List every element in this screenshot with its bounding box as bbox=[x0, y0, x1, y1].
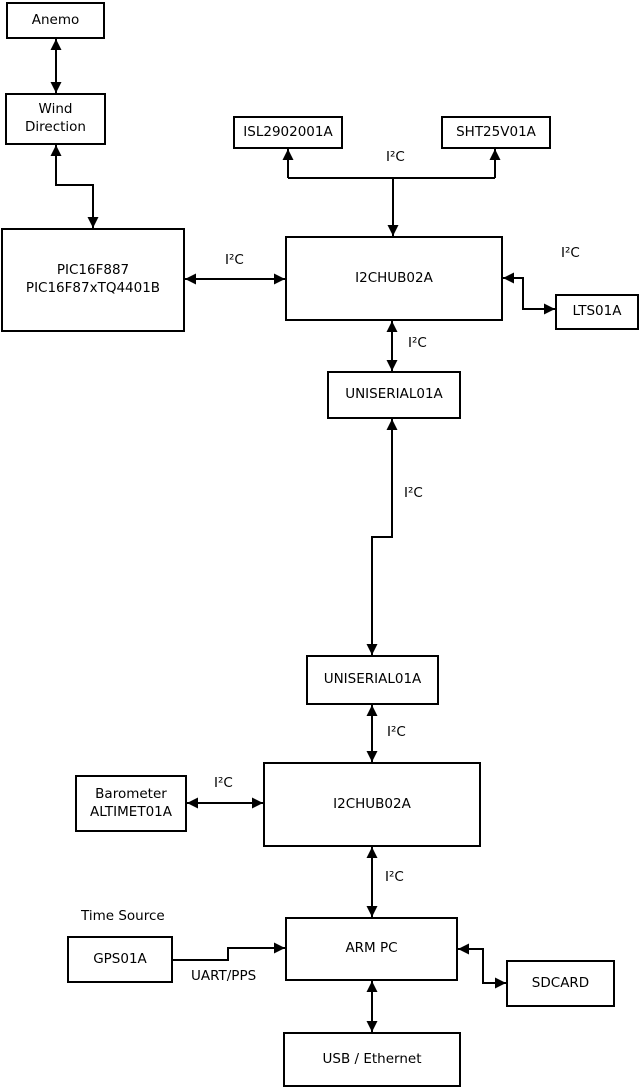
node-lts01a-label: LTS01A bbox=[572, 303, 622, 320]
node-uniserial01a-1-label: UNISERIAL01A bbox=[345, 386, 443, 403]
node-uniserial01a-1: UNISERIAL01A bbox=[327, 371, 461, 419]
node-usb-ethernet: USB / Ethernet bbox=[283, 1032, 461, 1087]
node-pic: PIC16F887 PIC16F87xTQ4401B bbox=[1, 228, 185, 332]
node-barometer: Barometer ALTIMET01A bbox=[75, 775, 187, 832]
node-barometer-line2: ALTIMET01A bbox=[90, 803, 172, 820]
label-i2c-bus-top: I²C bbox=[386, 149, 405, 166]
edge-hub1-lts bbox=[503, 272, 555, 315]
label-i2c-uniserial2-hub2: I²C bbox=[387, 724, 406, 741]
label-i2c-hub2-armpc: I²C bbox=[385, 869, 404, 886]
node-wind-direction-line2: Direction bbox=[25, 119, 86, 135]
node-usb-ethernet-label: USB / Ethernet bbox=[322, 1050, 422, 1067]
node-arm-pc: ARM PC bbox=[285, 917, 458, 981]
node-sdcard: SDCARD bbox=[506, 960, 615, 1007]
node-lts01a: LTS01A bbox=[555, 294, 639, 330]
node-arm-pc-label: ARM PC bbox=[345, 940, 398, 957]
node-i2chub02a-2: I2CHUB02A bbox=[263, 762, 481, 847]
node-pic-line1: PIC16F887 bbox=[56, 262, 130, 279]
edge-winddirection-pic bbox=[50, 145, 99, 228]
node-wind-direction-line1: Wind bbox=[38, 101, 73, 118]
node-sht25v01a: SHT25V01A bbox=[441, 116, 551, 149]
label-i2c-pic-hub1: I²C bbox=[225, 252, 244, 269]
node-barometer-line1: Barometer bbox=[95, 785, 167, 802]
node-anemo-label: Anemo bbox=[31, 11, 80, 28]
node-anemo: Anemo bbox=[6, 2, 105, 39]
label-i2c-uniserial-link: I²C bbox=[404, 485, 423, 502]
node-i2chub02a-2-label: I2CHUB02A bbox=[333, 795, 411, 812]
node-i2chub02a-1: I2CHUB02A bbox=[285, 236, 503, 321]
label-time-source: Time Source bbox=[81, 908, 165, 925]
node-isl2902001a: ISL2902001A bbox=[233, 116, 343, 149]
node-uniserial01a-2: UNISERIAL01A bbox=[306, 655, 439, 705]
label-uart-pps: UART/PPS bbox=[191, 968, 257, 985]
label-i2c-barometer-hub2: I²C bbox=[214, 775, 233, 792]
node-sdcard-label: SDCARD bbox=[531, 974, 590, 991]
label-i2c-hub1-lts: I²C bbox=[561, 245, 580, 262]
edge-gps-armpc bbox=[173, 942, 285, 961]
label-i2c-hub1-uniserial1: I²C bbox=[408, 335, 427, 352]
edge-armpc-sdcard bbox=[458, 943, 506, 989]
node-pic-line2: PIC16F87xTQ4401B bbox=[25, 280, 161, 296]
edge-uniserial1-uniserial2 bbox=[366, 419, 398, 655]
node-sht25v01a-label: SHT25V01A bbox=[456, 123, 536, 140]
node-isl2902001a-label: ISL2902001A bbox=[243, 123, 333, 140]
node-gps01a: GPS01A bbox=[67, 936, 173, 983]
node-i2chub02a-1-label: I2CHUB02A bbox=[355, 269, 433, 286]
node-gps01a-label: GPS01A bbox=[93, 950, 147, 967]
node-wind-direction: Wind Direction bbox=[5, 93, 106, 145]
node-uniserial01a-2-label: UNISERIAL01A bbox=[323, 671, 422, 688]
